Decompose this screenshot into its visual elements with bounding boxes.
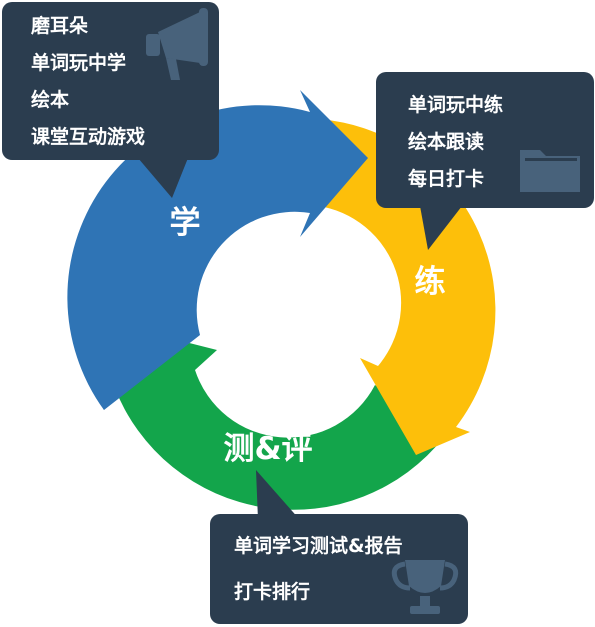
practice-callout-item: 绘本跟读 [408, 130, 484, 153]
stage-label-assess: 测&评 [223, 431, 312, 467]
stage-label-learn: 学 [170, 205, 201, 241]
learn-cycle-segment [67, 90, 368, 410]
learn-callout-pointer [138, 158, 188, 198]
practice-callout-item: 每日打卡 [408, 167, 484, 190]
practice-callout: 单词玩中练 绘本跟读 每日打卡 [376, 72, 594, 250]
assess-callout-item: 单词学习测试&报告 [234, 534, 403, 557]
folder-icon [520, 150, 580, 192]
practice-callout-pointer [420, 206, 462, 250]
assess-callout: 单词学习测试&报告 打卡排行 [210, 470, 468, 624]
learn-callout: 磨耳朵 单词玩中学 绘本 课堂互动游戏 [2, 2, 219, 198]
practice-callout-item: 单词玩中练 [408, 93, 503, 116]
megaphone-icon [146, 8, 208, 80]
learn-callout-item: 单词玩中学 [31, 51, 126, 74]
assess-callout-pointer [256, 470, 300, 520]
stage-label-practice: 练 [415, 264, 446, 300]
learn-callout-item: 课堂互动游戏 [31, 125, 145, 148]
assess-cycle-segment [103, 328, 444, 510]
learn-callout-item: 绘本 [31, 88, 69, 111]
assess-callout-item: 打卡排行 [234, 580, 310, 603]
assess-callout-box [210, 514, 468, 624]
trophy-icon [391, 560, 459, 614]
learn-callout-item: 磨耳朵 [30, 14, 88, 37]
